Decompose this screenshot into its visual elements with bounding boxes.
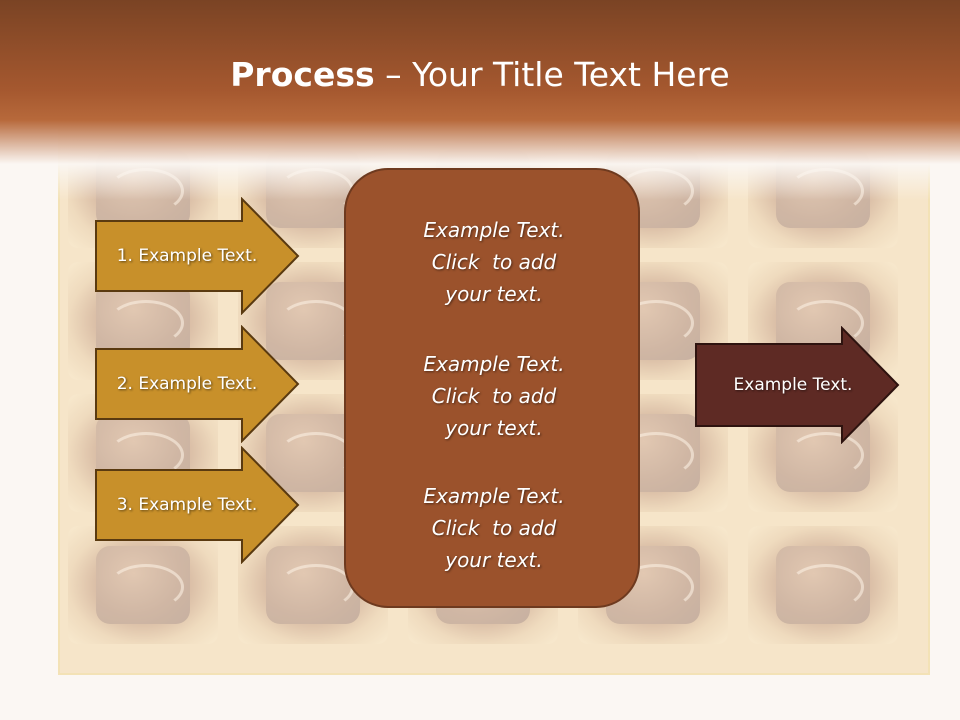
title-rest-part: – Your Title Text Here (374, 55, 730, 94)
title-band (0, 0, 960, 200)
input-arrow-label: 2. Example Text. (116, 374, 258, 394)
text-line: Example Text. (423, 484, 565, 508)
process-text-block-2[interactable]: Example Text. Click to add your text. (346, 348, 642, 444)
right-arrow-shape (95, 446, 300, 564)
right-arrow-shape (95, 197, 300, 315)
process-text-block-3[interactable]: Example Text. Click to add your text. (346, 480, 642, 576)
input-arrow-1[interactable]: 1. Example Text. (94, 197, 300, 315)
right-arrow-shape (695, 326, 900, 444)
text-line: Example Text. (423, 218, 565, 242)
right-arrow-shape (95, 325, 300, 443)
process-text-block-1[interactable]: Example Text. Click to add your text. (346, 214, 642, 310)
output-arrow[interactable]: Example Text. (694, 326, 900, 444)
input-arrow-2[interactable]: 2. Example Text. (94, 325, 300, 443)
text-line: your text. (445, 416, 543, 440)
input-arrow-label: 3. Example Text. (116, 495, 258, 515)
input-arrow-label: 1. Example Text. (116, 246, 258, 266)
text-line: your text. (445, 548, 543, 572)
text-line: Click to add (431, 250, 557, 274)
text-line: Click to add (431, 516, 557, 540)
text-line: your text. (445, 282, 543, 306)
process-box[interactable]: Example Text. Click to add your text. Ex… (344, 168, 640, 608)
title-bold-part: Process (230, 55, 375, 94)
input-arrow-3[interactable]: 3. Example Text. (94, 446, 300, 564)
slide-title[interactable]: Process – Your Title Text Here (0, 52, 960, 98)
output-arrow-label: Example Text. (733, 375, 853, 395)
text-line: Click to add (431, 384, 557, 408)
text-line: Example Text. (423, 352, 565, 376)
